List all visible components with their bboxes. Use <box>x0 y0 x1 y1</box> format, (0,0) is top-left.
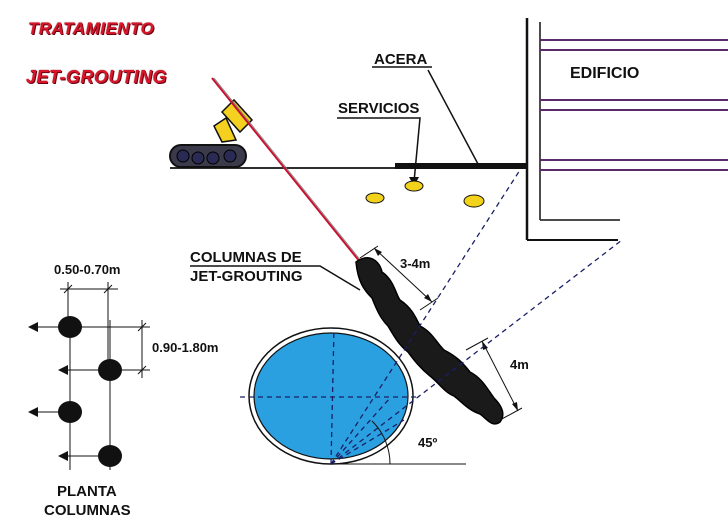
tunnel <box>248 327 414 465</box>
tunnel-axis-vertical <box>330 327 335 465</box>
spacing-vertical-label: 0.90-1.80m <box>152 340 219 355</box>
service-pipe <box>463 194 485 208</box>
title-line-2: JET-GROUTING <box>26 67 168 87</box>
acera-label: ACERA <box>374 51 428 68</box>
dim-4m-line <box>481 340 519 412</box>
service-pipe <box>365 192 385 204</box>
columnas-leader-line <box>190 265 361 291</box>
dim-arrowhead <box>374 248 382 256</box>
planta-label-line-2: COLUMNAS <box>44 502 131 519</box>
rig-wheel <box>176 149 190 163</box>
plan-tick <box>63 284 73 294</box>
plan-tick <box>137 365 147 375</box>
dim-arrowhead <box>424 294 432 302</box>
rig-wheel <box>206 151 220 165</box>
dim-arrowhead <box>512 402 518 411</box>
dim-arrowhead <box>482 341 488 350</box>
columnas-label-line-2: JET-GROUTING <box>190 268 303 285</box>
dim-3-4-line <box>373 247 433 303</box>
edificio-label: EDIFICIO <box>570 65 640 82</box>
drill-rod <box>211 77 361 263</box>
dim-4m-ext-line <box>499 407 523 421</box>
dim-4m-label: 4m <box>510 357 529 372</box>
plan-arrowhead <box>58 365 68 375</box>
plan-column <box>58 316 82 338</box>
service-pipe <box>404 180 424 192</box>
influence-line <box>330 169 521 465</box>
dim-3-4m-label: 3-4m <box>400 256 431 271</box>
rig-wheel <box>223 149 237 163</box>
dim-3-4-ext-line <box>419 297 439 311</box>
spacing-horizontal-label: 0.50-0.70m <box>54 262 121 277</box>
columnas-label-line-1: COLUMNAS DE <box>190 249 302 266</box>
acera-leader-line <box>427 69 479 165</box>
dim-3-4-ext-line <box>359 245 379 259</box>
plan-column <box>98 445 122 467</box>
plan-arrowhead <box>28 322 38 332</box>
drilling-rig <box>169 98 254 168</box>
angle-45-label: 45º <box>418 435 438 450</box>
rig-drill-head <box>220 98 254 134</box>
dim-4m-ext-line <box>465 337 489 351</box>
servicios-leader-line <box>337 117 421 183</box>
building <box>525 18 728 241</box>
sidewalk-slab <box>395 163 527 169</box>
drill-rod-shadow <box>213 77 363 263</box>
plan-column <box>98 359 122 381</box>
plan-column <box>58 401 82 423</box>
rig-wheel <box>191 151 205 165</box>
plan-tick <box>137 322 147 332</box>
angle-arc <box>371 420 391 465</box>
rig-arm <box>213 116 238 143</box>
servicios-label: SERVICIOS <box>338 100 420 117</box>
influence-lines <box>240 169 623 465</box>
influence-line <box>330 239 623 465</box>
title-line-1: TRATAMIENTO <box>28 19 155 38</box>
plan-tick <box>103 284 113 294</box>
angle-ray <box>330 397 391 465</box>
planta-label-line-1: PLANTA <box>57 483 117 500</box>
plan-view <box>28 282 150 470</box>
plan-arrowhead <box>58 451 68 461</box>
plan-arrowhead <box>28 407 38 417</box>
jet-grouting-column <box>355 257 504 425</box>
